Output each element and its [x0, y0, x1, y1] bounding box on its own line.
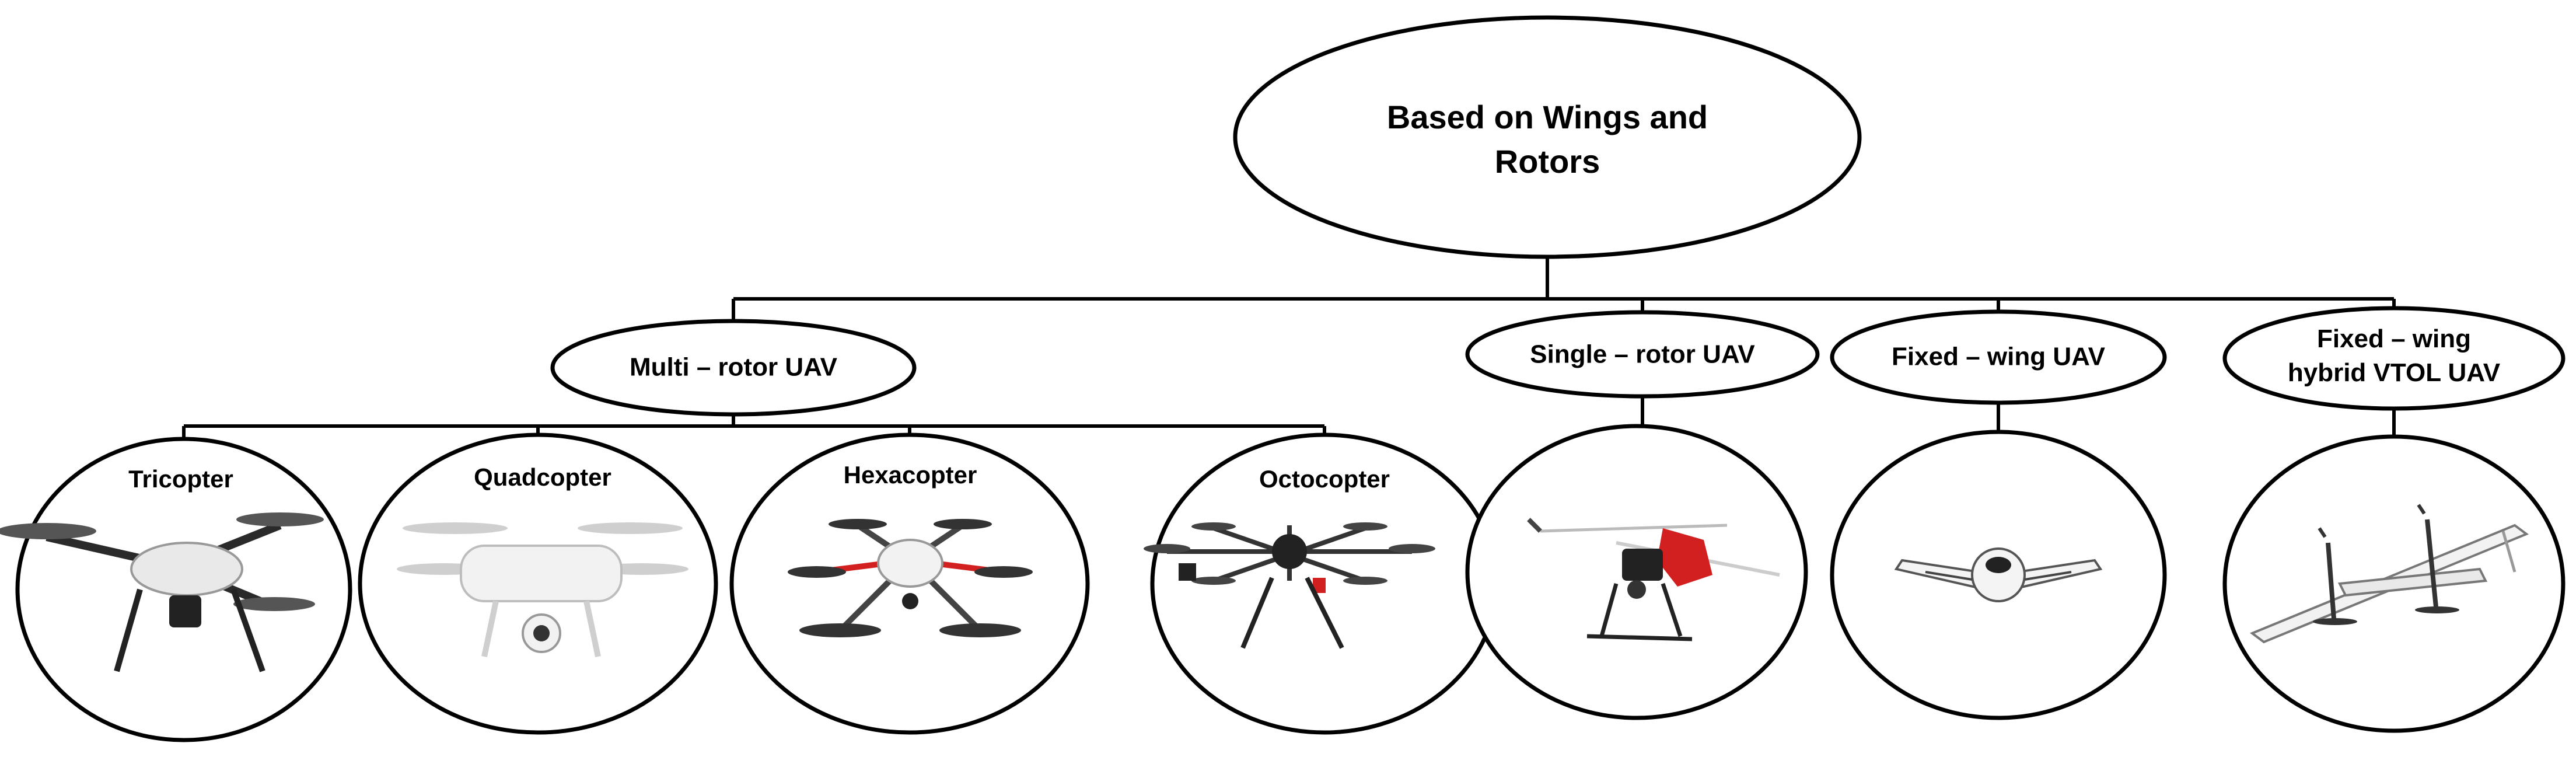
fixed-wing-drone-image: [1894, 547, 2103, 602]
root-node: Based on Wings and Rotors: [1233, 15, 1862, 259]
single-rotor-helicopter-image: [1527, 518, 1780, 641]
leaf-tricopter: Tricopter: [0, 437, 352, 742]
connectors: [182, 257, 2396, 439]
leaf-hybrid-vtol: [2222, 434, 2565, 733]
fixed-wing-label: Fixed – wing UAV: [1892, 343, 2106, 371]
category-fixed-wing: Fixed – wing UAV: [1830, 309, 2167, 405]
leaf-hexacopter: Hexacopter: [729, 432, 1090, 735]
leaf-fixed-wing: [1830, 430, 2167, 720]
hexacopter-label: Hexacopter: [844, 461, 977, 489]
octocopter-label: Octocopter: [1259, 465, 1390, 493]
quadcopter-label: Quadcopter: [474, 463, 611, 491]
root-label-line1: Based on Wings and: [1387, 99, 1708, 135]
tricopter-label: Tricopter: [128, 465, 233, 493]
hybrid-label-line1: Fixed – wing: [2317, 325, 2471, 353]
quadcopter-drone-image: [397, 522, 688, 658]
leaf-octocopter: Octocopter: [1144, 432, 1499, 735]
root-label-line2: Rotors: [1495, 143, 1600, 180]
octocopter-drone-image: [1144, 522, 1435, 649]
category-multi-rotor: Multi – rotor UAV: [550, 319, 917, 417]
category-hybrid-vtol: Fixed – wing hybrid VTOL UAV: [2222, 306, 2565, 411]
leaf-quadcopter: Quadcopter: [358, 432, 718, 735]
single-rotor-label: Single – rotor UAV: [1530, 340, 1755, 369]
leaf-single-rotor: [1465, 424, 1808, 720]
category-single-rotor: Single – rotor UAV: [1465, 310, 1820, 399]
tricopter-drone-image: [0, 512, 324, 672]
hybrid-vtol-drone-image: [2249, 504, 2529, 644]
hexacopter-drone-image: [788, 519, 1033, 637]
hybrid-label-line2: hybrid VTOL UAV: [2288, 358, 2501, 387]
multi-rotor-label: Multi – rotor UAV: [630, 353, 838, 382]
